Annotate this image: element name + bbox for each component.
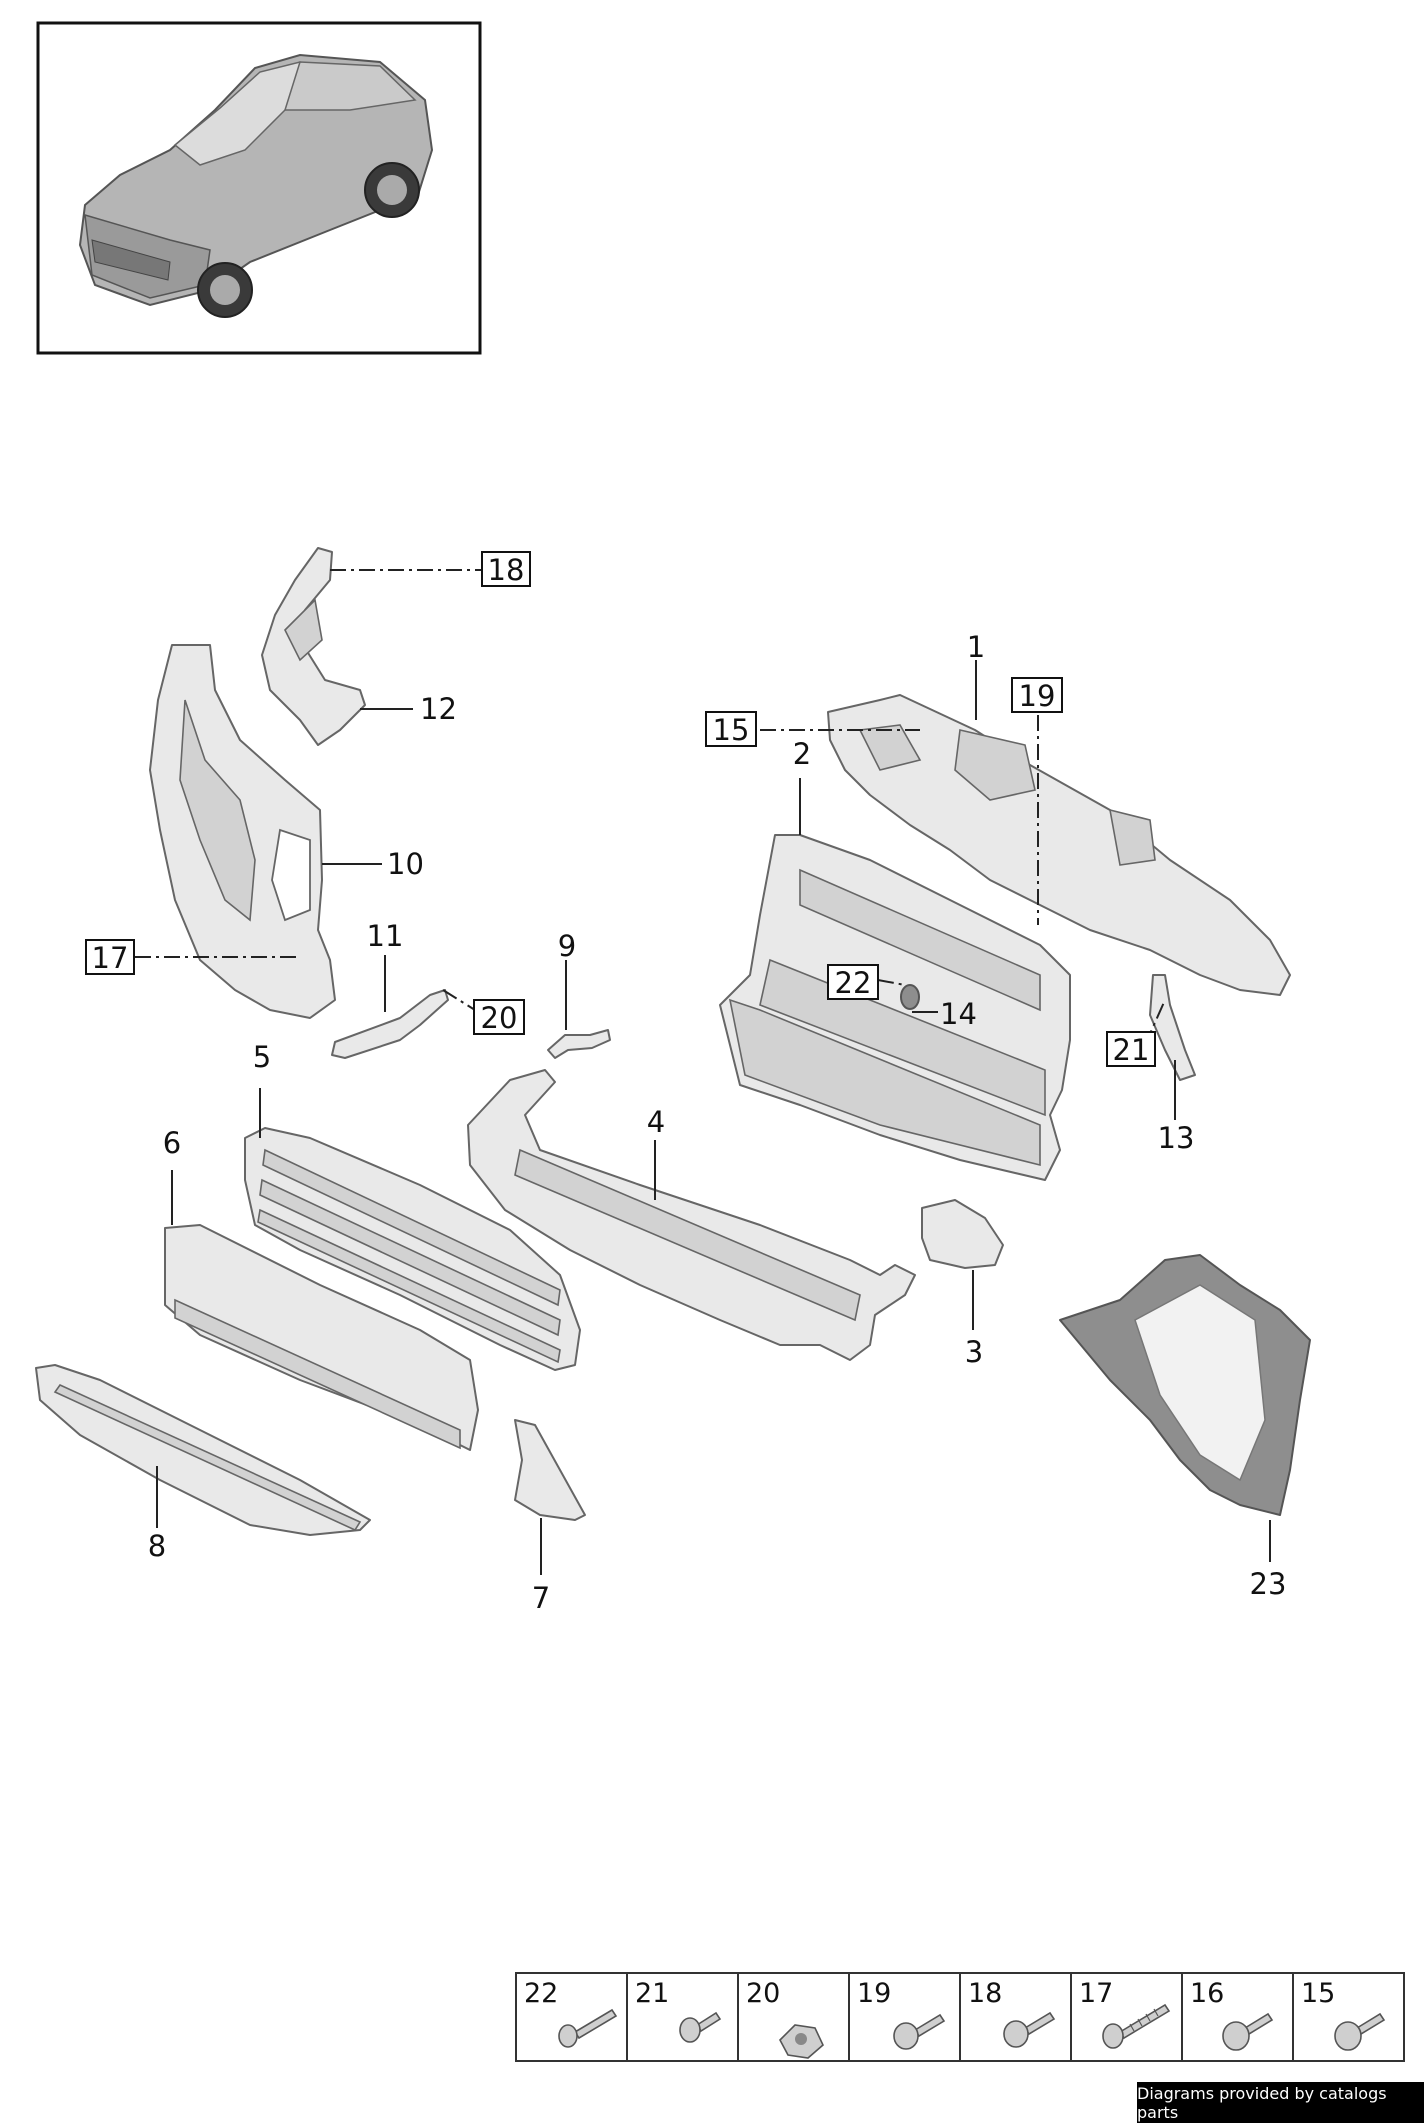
bolt-icon [1334, 2012, 1386, 2051]
part-grille-shutter [244, 1127, 581, 1371]
callout-10: 10 [387, 847, 424, 881]
part-small-bracket [1149, 974, 1196, 1081]
legend-number: 19 [857, 1978, 891, 2009]
part-bracket-upper [261, 547, 366, 746]
diagram-credit: Diagrams provided by catalogs parts [1137, 2082, 1424, 2123]
legend-number: 16 [1190, 1978, 1224, 2009]
boxed-callout-17: 17 [92, 941, 129, 975]
legend-number: 15 [1301, 1978, 1335, 2009]
callout-4: 4 [647, 1105, 665, 1139]
vehicle-thumbnail [36, 21, 482, 355]
part-grommet [900, 984, 920, 1010]
boxed-callout-20: 20 [481, 1001, 518, 1035]
legend-number: 22 [524, 1978, 558, 2009]
part-clip [547, 1029, 611, 1059]
bolt-icon [1222, 2012, 1274, 2051]
callout-11: 11 [367, 919, 404, 953]
callout-8: 8 [148, 1529, 166, 1563]
leader-lines [156, 660, 1271, 1575]
part-shutter-frame [164, 1224, 479, 1451]
boxed-callouts: 18 15 19 17 20 22 21 [85, 551, 1156, 1067]
nut-icon [779, 2024, 824, 2059]
legend-number: 17 [1079, 1978, 1113, 2009]
bolt-icon [558, 2008, 618, 2048]
callout-labels: 1 2 3 4 5 6 7 8 9 10 11 12 13 14 23 [148, 630, 1287, 1615]
callout-5: 5 [253, 1040, 271, 1074]
part-side-cover [514, 1419, 586, 1521]
screw-icon [1102, 2003, 1171, 2049]
boxed-callout-22: 22 [835, 966, 872, 1000]
part-trim-strip [35, 1364, 371, 1536]
callout-23: 23 [1250, 1567, 1287, 1601]
bolt-icon [1003, 2011, 1056, 2048]
callout-1: 1 [967, 630, 985, 664]
bolt-icon [679, 2011, 722, 2043]
callout-12: 12 [420, 692, 457, 726]
part-air-duct [1059, 1254, 1311, 1516]
callout-13: 13 [1158, 1121, 1195, 1155]
callout-14: 14 [940, 997, 977, 1031]
boxed-callout-21: 21 [1113, 1033, 1150, 1067]
bolt-icon [893, 2013, 946, 2050]
part-deflector [921, 1199, 1004, 1269]
legend-number: 21 [635, 1978, 669, 2009]
fastener-legend: 22 21 20 19 18 17 16 15 [515, 1972, 1405, 2062]
boxed-callout-18: 18 [488, 553, 525, 587]
callout-7: 7 [532, 1581, 550, 1615]
callout-9: 9 [558, 929, 576, 963]
dashed-leaders [135, 569, 1166, 1046]
callout-3: 3 [965, 1335, 983, 1369]
legend-number: 18 [968, 1978, 1002, 2009]
legend-number: 20 [746, 1978, 780, 2009]
callout-2: 2 [793, 737, 811, 771]
part-lower-carrier [467, 1069, 916, 1361]
part-side-frame [149, 644, 336, 1019]
car-illustration [78, 53, 434, 318]
boxed-callout-19: 19 [1019, 679, 1056, 713]
boxed-callout-15: 15 [713, 713, 750, 747]
part-cross-member [827, 694, 1291, 996]
part-rail [331, 989, 449, 1059]
callout-6: 6 [163, 1126, 181, 1160]
